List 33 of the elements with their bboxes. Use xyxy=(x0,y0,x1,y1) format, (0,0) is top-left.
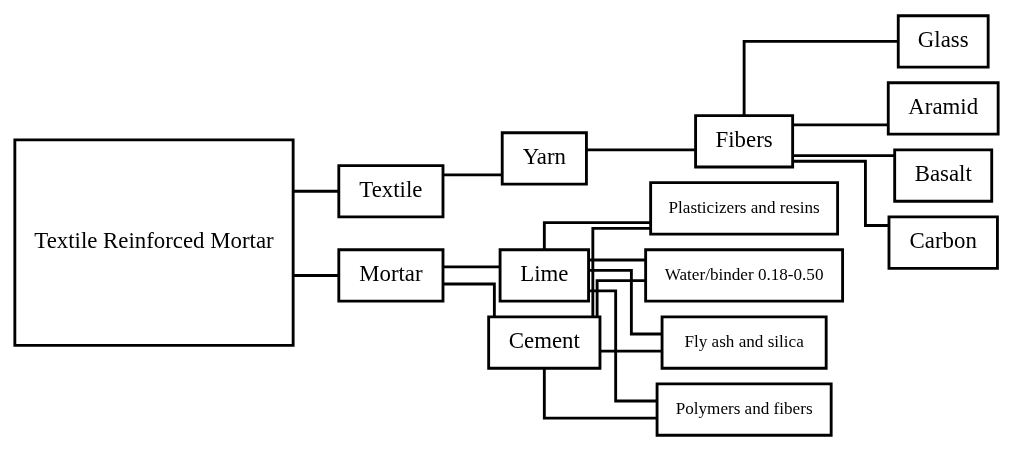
node-box: Carbon xyxy=(887,215,999,270)
connector xyxy=(588,258,646,262)
connector xyxy=(792,154,895,157)
node-box: Water/binder 0.18-0.50 xyxy=(644,248,844,303)
connector xyxy=(443,173,502,177)
node-box: Yarn xyxy=(500,131,588,186)
connector xyxy=(792,159,889,227)
connector xyxy=(542,368,657,420)
node-box: Basalt xyxy=(893,148,994,203)
connector xyxy=(600,349,662,353)
node-box: Textile xyxy=(337,164,445,219)
connector xyxy=(443,282,496,317)
connector xyxy=(792,123,888,127)
connector xyxy=(542,221,651,250)
node-box: Mortar xyxy=(337,248,445,303)
node-box: Polymers and fibers xyxy=(655,382,833,437)
connector xyxy=(293,274,339,277)
node-box: Fly ash and silica xyxy=(660,315,828,370)
connector xyxy=(443,265,500,269)
connector xyxy=(588,289,657,403)
connector xyxy=(742,39,899,116)
node-box: Textile Reinforced Mortar xyxy=(13,138,295,347)
connector xyxy=(586,148,696,152)
connector xyxy=(293,189,339,193)
node-box: Aramid xyxy=(886,81,1000,136)
node-box: Fibers xyxy=(694,114,795,169)
connector xyxy=(591,226,651,317)
node-box: Plasticizers and resins xyxy=(649,181,840,236)
node-box: Lime xyxy=(498,248,590,303)
node-box: Glass xyxy=(896,14,990,69)
connector xyxy=(588,268,662,336)
connector xyxy=(595,279,646,317)
node-box: Cement xyxy=(487,315,602,370)
